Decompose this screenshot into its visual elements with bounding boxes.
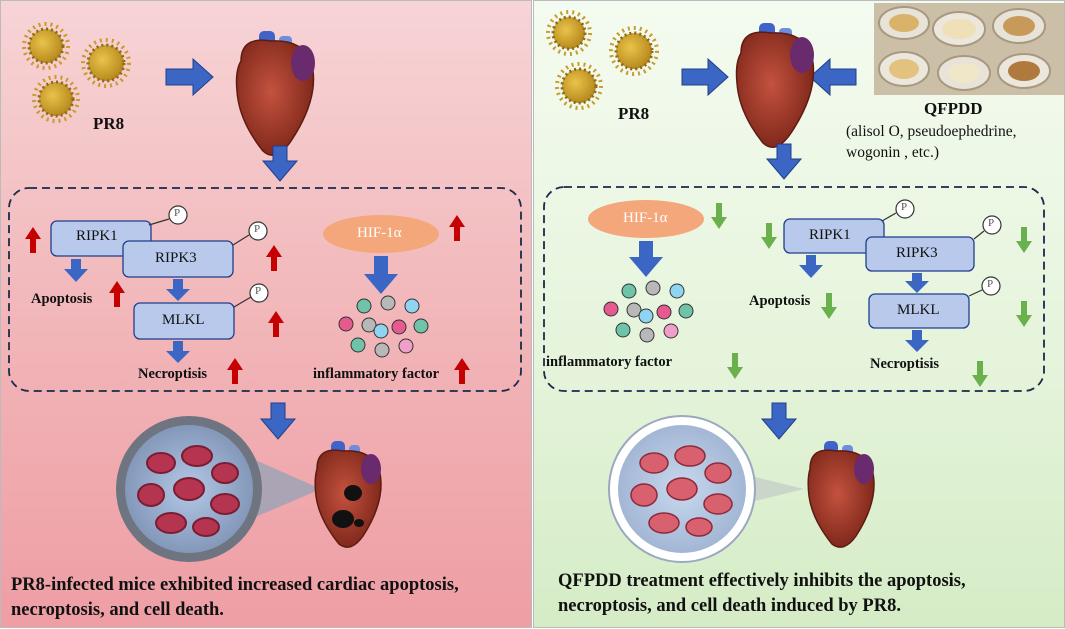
arrow-mlkl-necroptosis (166, 341, 190, 363)
virus-icon-6 (555, 62, 603, 110)
virus-icon-5 (609, 26, 659, 76)
flow-arrow-down-1 (261, 145, 299, 182)
right-pathway-box (543, 186, 1045, 392)
right-necroptosis-label: Necroptisis (870, 356, 940, 372)
right-arrow-ripk3-mlkl (905, 273, 929, 293)
left-mlkl-label: MLKL (162, 312, 205, 328)
left-panel-graphics (8, 22, 522, 562)
right-inflammatory-dots (603, 280, 694, 343)
left-necroptosis-label: Necroptisis (138, 366, 208, 382)
virus-icon-2 (81, 38, 131, 88)
down-arrow-apoptosis (821, 293, 837, 319)
pathway-box (8, 187, 522, 392)
right-arrow-hif-inflammatory (629, 241, 663, 277)
right-caption-line2: necroptosis, and cell death induced by P… (558, 596, 901, 616)
healthy-heart-icon (807, 441, 875, 548)
up-arrow-inflammatory (454, 358, 470, 384)
arrow-ripk1-apoptosis (64, 259, 88, 282)
right-phospho-circle-1 (895, 199, 915, 219)
arrow-ripk3-mlkl (166, 279, 190, 301)
heart-icon (235, 31, 315, 156)
left-inflammatory-label: inflammatory factor (313, 366, 440, 382)
right-phospho-1: P (901, 201, 908, 213)
arrow-hif-inflammatory (364, 256, 398, 294)
right-ripk3-label: RIPK3 (896, 245, 938, 261)
up-arrow-ripk3 (266, 245, 282, 271)
right-heart-icon (735, 23, 815, 148)
herbal-medicine-image (874, 3, 1064, 95)
left-phospho-1: P (174, 207, 181, 219)
down-arrow-ripk3 (1016, 227, 1032, 253)
down-arrow-hif (711, 203, 727, 229)
left-ripk3-label: RIPK3 (155, 250, 197, 266)
down-arrow-mlkl (1016, 301, 1032, 327)
up-arrow-mlkl (268, 311, 284, 337)
right-ripk3-box (865, 236, 975, 272)
left-caption-line1: PR8-infected mice exhibited increased ca… (11, 575, 459, 595)
left-caption: PR8-infected mice exhibited increased ca… (11, 573, 523, 623)
up-arrow-apoptosis (109, 281, 125, 307)
left-hif-label: HIF-1α (357, 225, 402, 241)
qfpdd-label: QFPDD (924, 99, 983, 118)
right-apoptosis-label: Apoptosis (749, 293, 811, 309)
right-phospho-3: P (987, 278, 994, 290)
down-arrow-necroptosis (972, 361, 988, 387)
up-arrow-necroptosis (227, 358, 243, 384)
flow-arrow-right (165, 57, 214, 97)
right-ripk1-label: RIPK1 (809, 227, 851, 243)
right-caption-line1: QFPDD treatment effectively inhibits the… (558, 571, 966, 591)
right-panel-graphics (543, 3, 1064, 563)
right-panel: PR8 QFPDD (alisol O, pseudoephedrine, wo… (533, 0, 1065, 628)
virus-icon-3 (32, 75, 80, 123)
right-mlkl-label: MLKL (897, 302, 940, 318)
right-ripk1-box (783, 218, 885, 254)
drug-components-line1: (alisol O, pseudoephedrine, (846, 123, 1017, 140)
right-inflammatory-label: inflammatory factor (546, 354, 673, 370)
flow-arrow-left (809, 57, 857, 97)
phospho-circle-2 (248, 221, 268, 241)
down-arrow-inflammatory (727, 353, 743, 379)
tissue-circle (116, 416, 262, 562)
down-arrow-ripk1 (761, 223, 777, 249)
up-arrow-ripk1 (25, 227, 41, 253)
flow-arrow-down-2 (259, 402, 297, 440)
left-apoptosis-label: Apoptosis (31, 291, 93, 307)
right-hif-ellipse (588, 200, 704, 238)
flow-arrow-right-2 (681, 57, 729, 97)
right-flow-arrow-down-2 (760, 402, 798, 440)
right-arrow-mlkl-necroptosis (905, 330, 929, 352)
right-pr8-label: PR8 (618, 104, 650, 123)
left-panel: PR8 RIPK1 RIPK3 MLKL P P P HIF-1α Apopto… (0, 0, 532, 628)
healthy-tissue-circle (608, 415, 756, 563)
damaged-heart-icon (314, 441, 382, 548)
left-phospho-2: P (254, 223, 261, 235)
left-phospho-3: P (255, 285, 262, 297)
virus-icon-4 (546, 10, 592, 56)
right-phospho-circle-3 (981, 276, 1001, 296)
virus-icon-1 (22, 22, 70, 70)
right-hif-label: HIF-1α (623, 210, 668, 226)
mlkl-box (133, 302, 235, 340)
left-caption-line2: necroptosis, and cell death. (11, 600, 224, 620)
phospho-circle-1 (168, 205, 188, 225)
right-caption: QFPDD treatment effectively inhibits the… (558, 569, 1058, 619)
up-arrow-hif (449, 215, 465, 241)
phospho-circle-3 (249, 283, 269, 303)
inflammatory-dots (338, 295, 429, 358)
drug-components-line2: wogonin , etc.) (846, 144, 939, 161)
hif-ellipse (323, 215, 439, 253)
right-flow-arrow-down-1 (765, 143, 803, 180)
right-mlkl-box (868, 293, 970, 329)
ripk3-box (122, 240, 234, 278)
left-ripk1-label: RIPK1 (76, 228, 118, 244)
right-phospho-circle-2 (982, 215, 1002, 235)
right-arrow-ripk1-apoptosis (799, 255, 823, 278)
left-pr8-label: PR8 (93, 114, 125, 133)
right-phospho-2: P (988, 217, 995, 229)
